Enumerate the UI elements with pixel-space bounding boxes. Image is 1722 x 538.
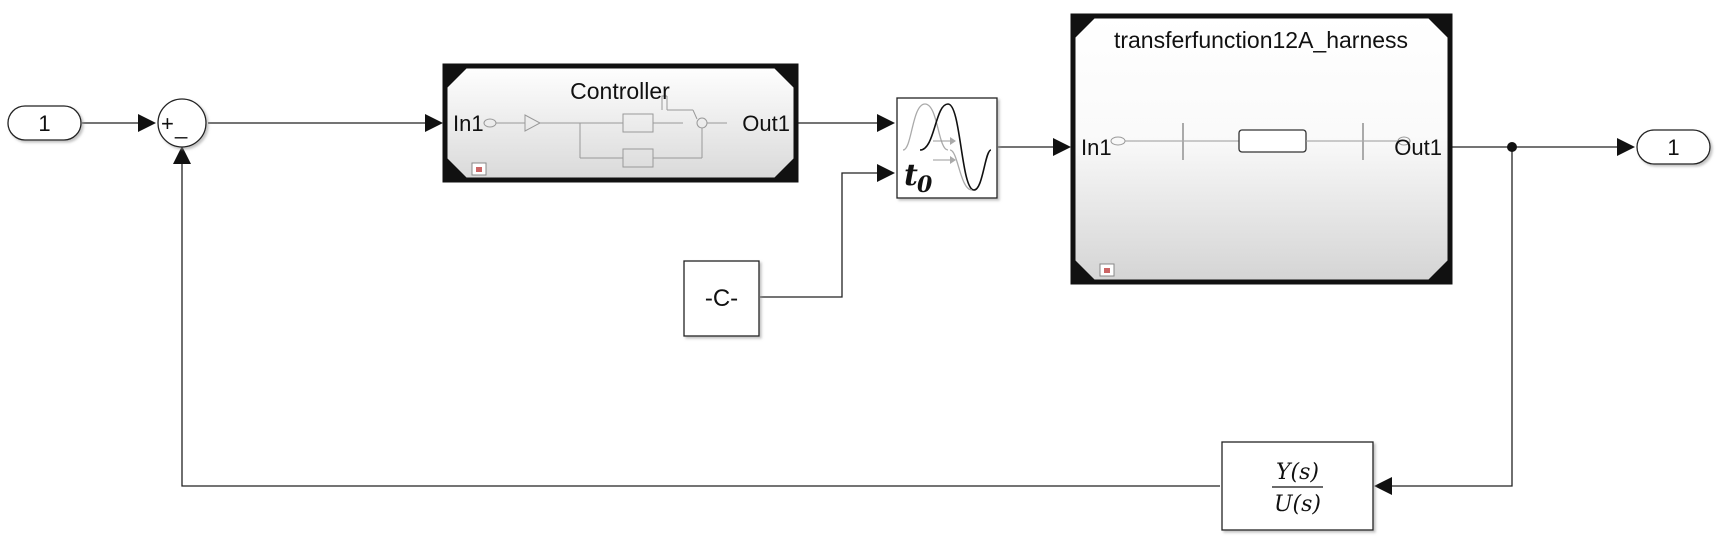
outport-block[interactable]: 1 <box>1636 129 1711 165</box>
constant-label: -C- <box>705 285 738 312</box>
transport-delay-block[interactable]: t 0 <box>896 97 998 199</box>
signal-arrows <box>138 114 1635 495</box>
controller-preview-icon <box>483 95 727 168</box>
link-icon <box>1099 263 1115 277</box>
controller-out-label: Out1 <box>742 111 790 136</box>
signal-feedback-to-sum[interactable] <box>181 160 1220 487</box>
arrow-head <box>1374 477 1392 495</box>
signal-lines <box>82 122 1618 487</box>
delay-waveform-icon <box>902 103 992 191</box>
outport-label: 1 <box>1667 135 1679 160</box>
arrow-head <box>138 114 156 132</box>
delay-label: t <box>904 158 918 193</box>
arrow-head <box>173 146 191 164</box>
sum-block[interactable]: + _ <box>157 98 207 148</box>
controller-title: Controller <box>570 78 670 104</box>
signal-constant-to-delay[interactable] <box>760 172 880 298</box>
arrow-head <box>1053 138 1071 156</box>
arrow-head <box>877 164 895 182</box>
sum-minus-sign: _ <box>174 114 188 139</box>
arrow-head <box>877 114 895 132</box>
delay-subscript: 0 <box>917 172 933 198</box>
sum-plus-sign: + <box>161 111 174 136</box>
corner-marks <box>1075 18 1448 280</box>
arrow-head <box>425 114 443 132</box>
sensor-transfer-fcn-block[interactable]: Y(s) U(s) <box>1221 441 1374 531</box>
plant-subsystem[interactable]: transferfunction12A_harness In1 Out1 <box>1070 13 1453 285</box>
inport-block[interactable]: 1 <box>7 105 82 141</box>
link-icon <box>471 162 487 176</box>
corner-marks <box>447 68 794 178</box>
signal-feedback-branch[interactable] <box>1390 147 1513 487</box>
arrow-head <box>1617 138 1635 156</box>
controller-subsystem[interactable]: Controller In1 Out1 <box>442 63 799 183</box>
sensor-denominator: U(s) <box>1274 492 1321 517</box>
sensor-numerator: Y(s) <box>1276 460 1319 485</box>
controller-in-label: In1 <box>453 111 484 136</box>
plant-preview-icon <box>1110 123 1411 160</box>
branch-point <box>1507 142 1517 152</box>
constant-block[interactable]: -C- <box>683 260 760 337</box>
inport-label: 1 <box>38 111 50 136</box>
plant-out-label: Out1 <box>1394 135 1442 160</box>
plant-in-label: In1 <box>1081 135 1112 160</box>
plant-title: transferfunction12A_harness <box>1114 27 1408 53</box>
